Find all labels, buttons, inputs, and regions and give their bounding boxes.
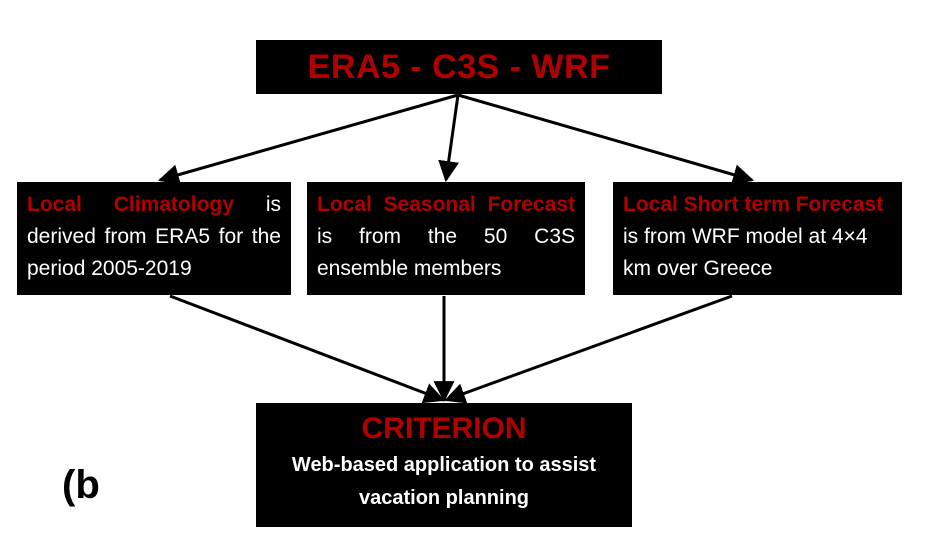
arrow-top-to-seasonal <box>438 94 460 183</box>
arrow-top-to-shortterm <box>457 93 755 185</box>
criterion-description: Web-based application to assist vacation… <box>291 454 597 509</box>
local-climatology-heading: Local Climatology <box>27 193 234 216</box>
arrow-shortterm-to-criterion <box>444 294 733 404</box>
local-short-term-forecast-text: is from WRF model at 4×4 km over Greece <box>623 225 868 280</box>
local-climatology-box: Local Climatology is derived from ERA5 f… <box>17 182 291 295</box>
local-climatology-text: is derived from ERA5 for the period 2005… <box>27 193 281 280</box>
arrow-climatology-to-criterion <box>169 294 445 404</box>
source-data-box: ERA5 - C3S - WRF <box>256 40 662 94</box>
local-seasonal-forecast-box: Local Seasonal Forecast is from the 50 C… <box>307 182 585 295</box>
local-short-term-forecast-box: Local Short term Forecast is from WRF mo… <box>613 182 902 295</box>
source-data-title: ERA5 - C3S - WRF <box>307 47 611 86</box>
local-short-term-forecast-heading: Local Short term Forecast <box>623 193 884 216</box>
local-seasonal-forecast-text: is from the 50 C3S ensemble members <box>317 225 575 280</box>
arrow-top-to-climatology <box>157 93 459 185</box>
local-seasonal-forecast-heading: Local Seasonal Forecast <box>317 193 575 216</box>
panel-label: (b <box>62 463 100 507</box>
criterion-title: CRITERION <box>361 412 527 445</box>
criterion-box: CRITERION Web-based application to assis… <box>256 403 632 527</box>
